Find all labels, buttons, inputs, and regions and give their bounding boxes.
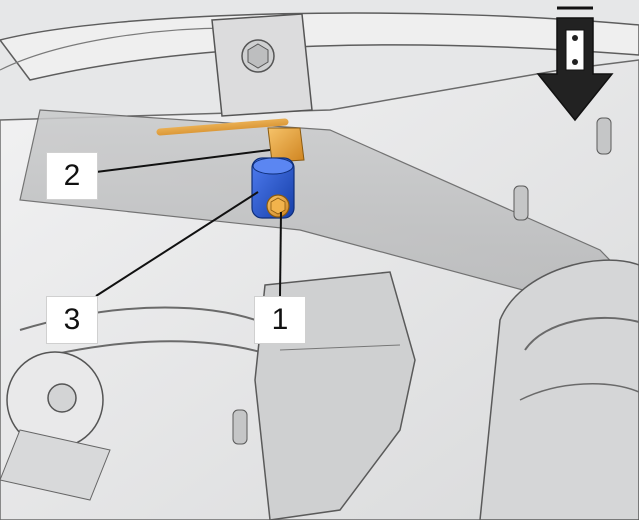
callout-label-2: 2	[46, 152, 98, 200]
level-sensor-arm	[267, 127, 305, 163]
stabilizer-bar	[0, 12, 639, 81]
stud	[232, 409, 248, 445]
callout-label-3: 3	[46, 296, 98, 344]
leader-line-2	[95, 149, 271, 173]
leader-line-1	[279, 211, 282, 297]
stud	[513, 185, 529, 221]
leader-line-3	[95, 191, 259, 297]
callout-label-1: 1	[254, 296, 306, 344]
stud	[596, 117, 612, 155]
link-rod	[156, 118, 289, 136]
control-arm	[19, 109, 639, 331]
down-arrow-icon	[536, 6, 614, 122]
